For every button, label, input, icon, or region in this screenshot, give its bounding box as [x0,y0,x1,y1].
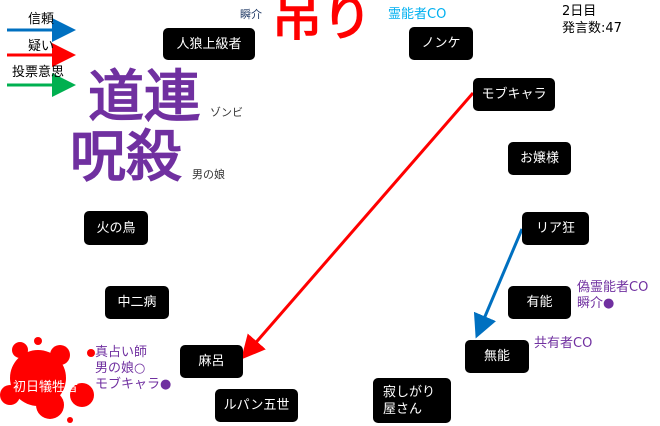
node-ojousama[interactable]: お嬢様 [508,142,571,175]
legend-vote-label: 投票意思 [12,65,65,80]
yuno-note-result: 瞬介● [577,296,615,311]
jusatsu-overlay: 呪殺 [70,125,182,190]
day-label: 2日目 [562,4,597,19]
post-count: 発言数:47 [562,21,622,36]
maro-notes: 真占い師 男の娘○ モブキャラ● [95,345,171,393]
hidden-label-1: ゾンビ [210,106,243,119]
yuno-note-role: 偽霊能者CO [577,280,649,295]
michizure-overlay: 道連 [88,65,200,130]
node-mobchara[interactable]: モブキャラ [473,78,555,111]
node-maro[interactable]: 麻呂 [180,345,243,378]
legend-trust-label: 信頼 [28,12,55,27]
maro-note-result1: 男の娘○ [95,361,146,376]
hanged-player: 瞬介 [240,8,262,21]
node-yuno[interactable]: 有能 [508,286,571,319]
yuno-notes: 偽霊能者CO 瞬介● [577,280,648,312]
doubt-arrow-mob-to-maro [241,92,475,360]
node-jinro-jokyusha[interactable]: 人狼上級者 [163,28,255,60]
node-hinotori[interactable]: 火の鳥 [84,211,148,245]
medium-co-label: 霊能者CO [388,7,447,22]
maro-note-result2: モブキャラ● [95,377,172,392]
legend-doubt-label: 疑い [28,39,55,54]
hanged-overlay: 吊り [272,0,372,47]
node-chunibyo[interactable]: 中二病 [105,286,169,319]
blood-splatter-icon [0,337,95,423]
trust-arrow-riakyo-to-muno [473,228,524,339]
node-shonichi-giseisha[interactable]: 初日犠牲者 [12,380,78,395]
muno-note: 共有者CO [534,336,593,351]
node-nonke[interactable]: ノンケ [409,27,473,60]
node-lupin-gosei[interactable]: ルパン五世 [215,389,298,422]
hidden-label-2: 男の娘 [192,168,225,181]
node-muno[interactable]: 無能 [465,340,529,373]
node-riakyo[interactable]: リア狂 [522,212,589,245]
node-sabishigariya[interactable]: 寂しがり屋さん [373,378,451,423]
day-info: 2日目 発言数:47 [562,3,622,37]
maro-note-role: 真占い師 [95,345,148,360]
